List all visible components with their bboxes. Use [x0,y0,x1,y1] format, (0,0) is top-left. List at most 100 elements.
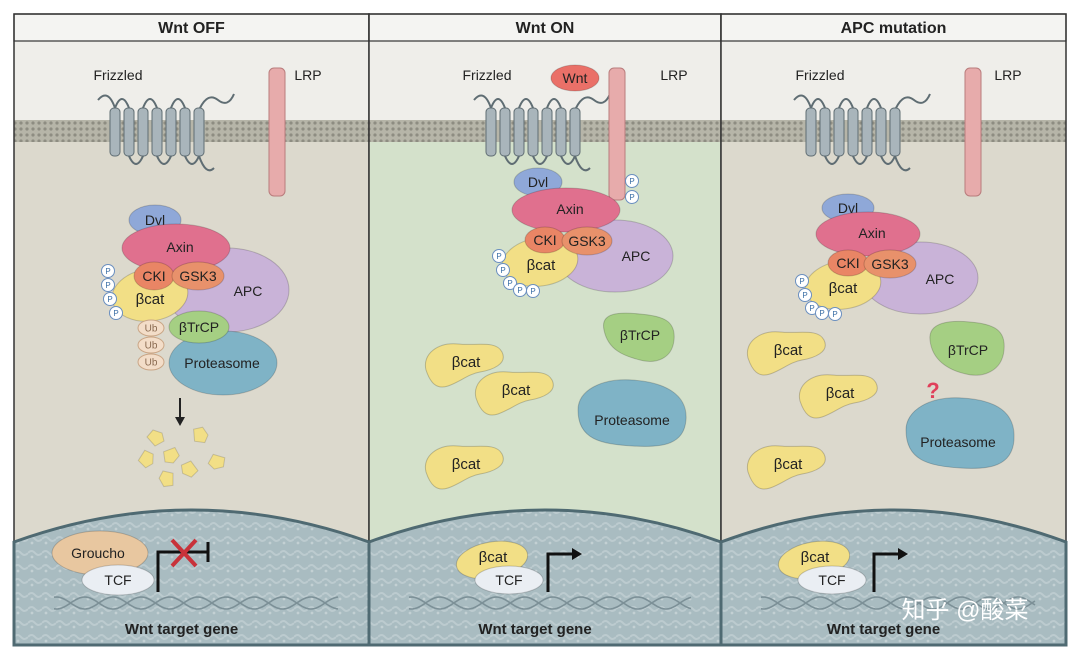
apc-label: APC [926,271,955,287]
phospho-circle [798,288,812,302]
frizzled-helix [485,107,497,157]
extracellular-bg [369,41,721,120]
free-bcat: βcat [424,445,504,490]
bcat-shape [424,445,504,490]
frizzled-helix [165,107,177,157]
target-gene-label: Wnt target gene [125,621,238,638]
promoter-arrow-line [872,552,900,592]
frizzled-helix [179,107,191,157]
tcf-label: TCF [818,572,845,588]
bcat-fragment [158,470,174,488]
nucleus: Wnt target gene [367,508,723,647]
phospho-group: P [625,190,639,204]
gsk3-label: GSK3 [871,256,909,272]
phospho-label: P [832,310,837,319]
lrp-receptor [964,67,982,197]
frizzled-helix [861,107,873,157]
frizzled-helix [109,107,121,157]
frizzled-helix [847,107,859,157]
phospho-group: P [109,306,123,320]
bcat-label: βcat [452,456,481,473]
phospho-group: P [513,283,527,297]
dna-strand [53,596,339,610]
watermark-text: 知乎 @酸菜 [901,597,1028,624]
btrcp-label: βTrCP [620,327,660,343]
phospho-group: P [795,274,809,288]
inhibition-x-icon [170,538,198,568]
phospho-label: P [113,309,118,318]
target-gene-label: Wnt target gene [827,621,940,638]
phospho-group: P [103,292,117,306]
lrp-label: LRP [660,67,687,83]
free-bcat: βcat [798,374,878,419]
frizzled-ntail [895,93,931,109]
lrp-label: LRP [294,67,321,83]
axin-shape [511,187,621,233]
dvl-label: Dvl [145,212,165,228]
phospho-label: P [629,177,634,186]
phospho-label: P [105,267,110,276]
cki-label: CKI [533,232,556,248]
bcat-fragment [193,426,209,444]
panel-header: APC mutation [841,20,947,37]
tcf-label: TCF [104,572,131,588]
tcf-shape [797,565,867,595]
phospho-label: P [799,277,804,286]
proteasome-label: Proteasome [184,355,260,371]
nuclear-bcat-label: βcat [479,549,508,566]
ubiquitin-shape [137,319,165,337]
phospho-circle [828,307,842,321]
frizzled-helix [499,107,511,157]
phospho-group: P [798,288,812,302]
promoter-arrowhead [572,548,582,560]
bcat-complex-label: βcat [829,280,858,297]
bcat-fragment [207,453,226,470]
nucleus: Wnt target gene [12,508,371,647]
wnt-shape [550,64,600,92]
promoter-line [156,550,208,592]
proteasome-label: Proteasome [920,434,996,450]
bcat-label: βcat [826,385,855,402]
frizzled-helix [875,107,887,157]
tcf-shape [81,564,155,596]
nuclear-bcat-label: βcat [801,549,830,566]
frizzled-label: Frizzled [462,67,511,83]
frizzled-helix [527,107,539,157]
bcat-label: βcat [774,456,803,473]
frizzled-loops [793,94,911,172]
ubiquitin-shape [137,336,165,354]
btrcp-label: βTrCP [948,342,988,358]
bcat-label: βcat [774,342,803,359]
frizzled-ntail [199,93,235,109]
phospho-label: P [107,295,112,304]
phospho-circle [795,274,809,288]
frizzled-helix [151,107,163,157]
apc-label: APC [234,283,263,299]
bcat-label: βcat [452,354,481,371]
bcat-complex-label: βcat [136,291,165,308]
frizzled-helix [819,107,831,157]
btrcp-shape [929,320,1005,376]
ubiquitin-shape [137,353,165,371]
gsk3-label: GSK3 [179,268,217,284]
phospho-circle [503,276,517,290]
ubiquitin-label: Ub [145,324,158,335]
phospho-label: P [809,304,814,313]
proteasome-label: Proteasome [594,412,670,428]
phospho-circle [492,249,506,263]
tcf-shape [474,565,544,595]
bcat-complex-label: βcat [527,257,556,274]
cki-label: CKI [142,268,165,284]
free-bcat: βcat [424,343,504,388]
bcat-fragment [180,460,199,478]
phospho-circle [625,190,639,204]
bcat-shape [474,371,554,416]
frizzled-receptor [473,93,611,172]
frizzled-label: Frizzled [795,67,844,83]
phospho-circle [101,264,115,278]
frizzled-helix [193,107,205,157]
frizzled-helix [123,107,135,157]
frizzled-helix [555,107,567,157]
